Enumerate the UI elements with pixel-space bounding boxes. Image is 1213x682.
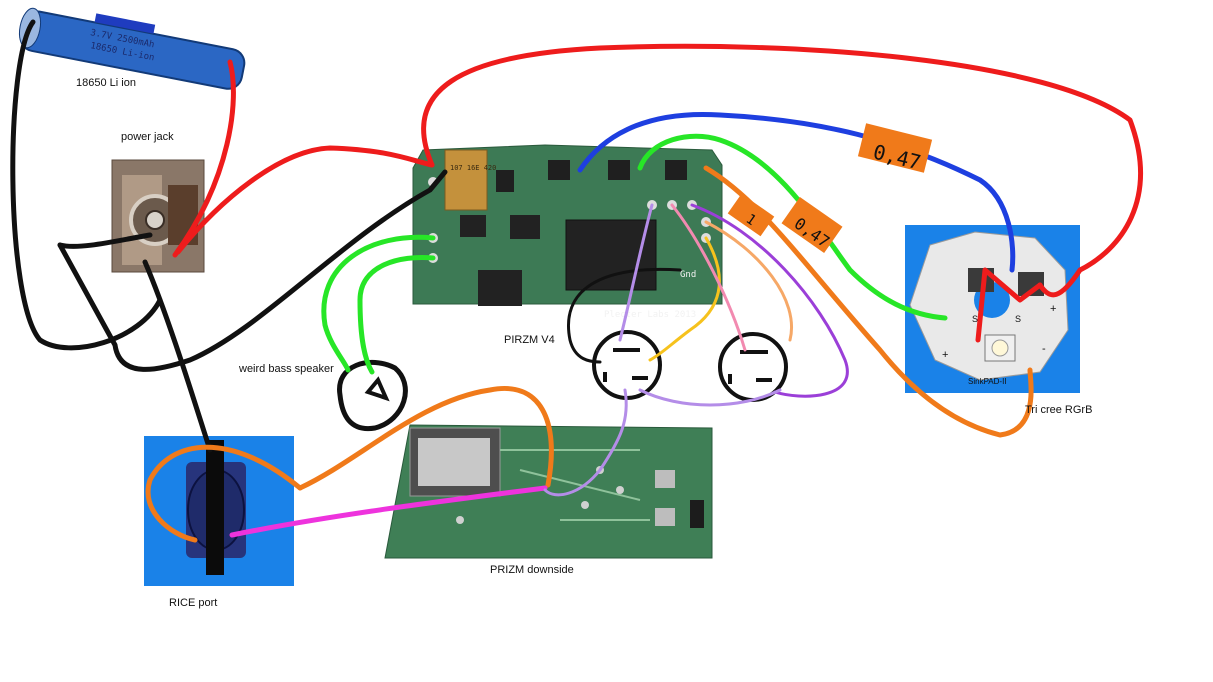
battery-18650: 3.7V 2500mAh 18650 Li-ion: [18, 7, 246, 90]
tri-cree-led: SinkPAD-II + + - S S: [905, 225, 1080, 393]
led-minus: -: [1042, 343, 1046, 355]
label-prizm-downside: PRIZM downside: [490, 564, 574, 576]
led-plus-2: +: [1050, 303, 1056, 315]
led-plus: +: [942, 349, 948, 361]
cap-marking: 107 16E 420: [450, 164, 496, 172]
resistor-r2: 1: [727, 193, 775, 237]
resistor-r1: 0,47: [857, 123, 933, 175]
speaker: [337, 359, 408, 432]
led-s-1: S: [972, 314, 978, 324]
label-pirzm-board: PIRZM V4: [504, 334, 555, 346]
label-led: Tri cree RGrB: [1025, 404, 1092, 416]
label-power-jack: power jack: [121, 131, 174, 143]
power-jack: [111, 159, 205, 273]
board-maker-silk: Plecter Labs 2013: [604, 310, 696, 320]
gnd-silk: Gnd: [680, 270, 696, 280]
switch-left: [592, 330, 662, 400]
led-model-silk: SinkPAD-II: [968, 377, 1007, 386]
pirzm-board: 107 16E 420 Plecter Labs 2013 Gnd: [412, 144, 723, 320]
led-s-2: S: [1015, 314, 1021, 324]
switch-right: [718, 332, 788, 402]
wires: [10, 19, 1143, 543]
label-battery: 18650 Li ion: [76, 77, 136, 89]
label-speaker: weird bass speaker: [238, 363, 334, 375]
label-rice-port: RICE port: [169, 597, 217, 609]
